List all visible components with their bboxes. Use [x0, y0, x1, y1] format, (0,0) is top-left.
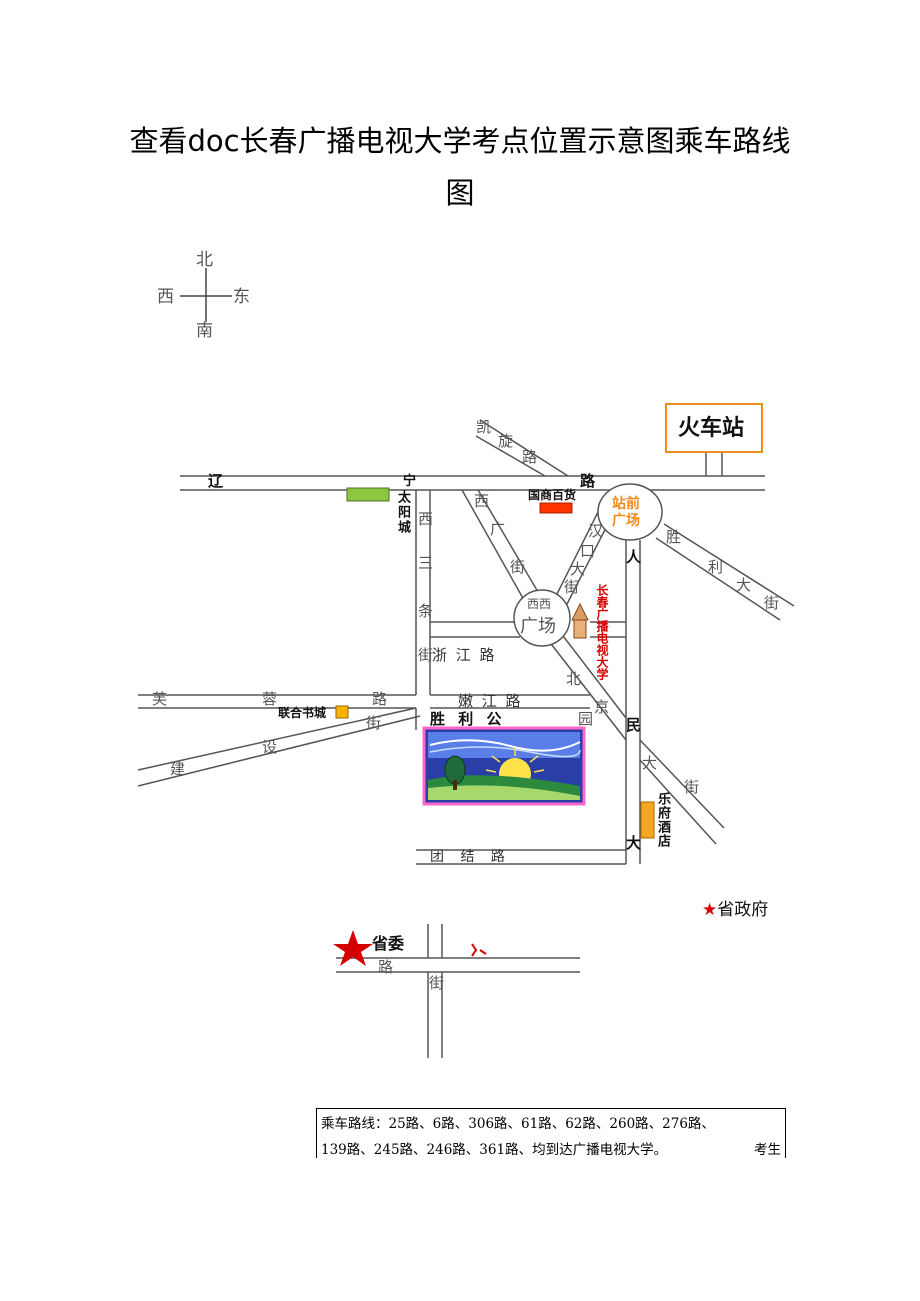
lianhe-bookstore-label: 联合书城 [278, 706, 327, 720]
jianshe-label-1: 建 [170, 760, 186, 778]
xixi-square-label-2: 广场 [520, 616, 556, 637]
tiao-label: 条 [418, 602, 434, 620]
route-line-2-right: 考生 [754, 1142, 781, 1158]
compass-west: 西 [157, 287, 174, 307]
dajie-label-da: 大 [642, 754, 658, 772]
shengli-dajie-label-li: 利 [708, 558, 724, 576]
shengwei-label: 省委 [372, 934, 405, 953]
star-icon: ★ [702, 900, 718, 920]
xi-label: 西 [418, 510, 434, 528]
shengli-dajie-label-da: 大 [736, 576, 752, 594]
beijing-label-jing: 京 [594, 698, 610, 716]
route-line-2: 139路、245路、246路、361路、均到达广播电视大学。 [321, 1142, 668, 1158]
ning-label: 宁 [403, 474, 417, 489]
zhejiang-road-label: 浙 江 路 [432, 646, 497, 664]
beijing-label-bei: 北 [566, 670, 582, 688]
train-station-label: 火车站 [678, 416, 745, 441]
kaixuan-label-1: 凯 [476, 418, 492, 436]
furong-label-2: 蓉 [262, 690, 278, 708]
san-label: 三 [418, 554, 434, 572]
shengli-dajie-label-jie: 街 [764, 594, 780, 612]
gov-legend-label: 省政府 [717, 900, 769, 920]
shengli-park-label: 胜 利 公 [430, 710, 506, 728]
furong-label-1: 芙 [152, 690, 168, 708]
dajie-label-jie: 街 [684, 778, 700, 796]
kaixuan-label-2: 旋 [498, 432, 514, 450]
renmin-label-ren: 人 [626, 548, 642, 566]
tuanjie-road-label: 团 结 路 [430, 849, 511, 865]
liaoning-label-lu: 路 [580, 472, 596, 490]
xiguang-label-jie: 街 [510, 558, 526, 576]
page-title-line2: 图 [445, 176, 475, 210]
route-info-box: 乘车路线：25路、6路、306路、61路、62路、260路、276路、 139路… [316, 1108, 786, 1158]
renmin-label-min: 民 [626, 716, 642, 734]
shengli-dajie-label-sheng: 胜 [666, 528, 682, 546]
university-building-icon [571, 602, 589, 639]
yuan-label: 园 [578, 710, 594, 728]
hankou-label-jie: 街 [564, 578, 580, 596]
guoshang-label: 国商百货 [528, 488, 577, 502]
compass-south: 南 [196, 321, 213, 341]
taiyang-label: 太阳城 [395, 490, 410, 535]
compass-east: 东 [233, 287, 250, 307]
lower-lu-label: 路 [378, 958, 394, 976]
route-line-1: 乘车路线：25路、6路、306路、61路、62路、260路、276路、 [321, 1116, 715, 1132]
xiguang-label-xi: 西 [474, 492, 490, 510]
xixi-square-label-1: 西西 [527, 597, 552, 611]
compass-north: 北 [196, 250, 213, 270]
hankou-label-han: 汉 [588, 522, 604, 540]
renmin-label-da: 大 [626, 834, 642, 852]
lower-jie-label: 街 [429, 974, 445, 992]
kaixuan-label-3: 路 [522, 448, 538, 466]
star-icon [333, 930, 373, 966]
gov-legend: ★省政府 [702, 902, 768, 919]
yuefu-hotel-label: 乐府酒店 [655, 792, 670, 848]
station-square-label-1: 站前 [612, 496, 640, 512]
hankou-label-kou: 口 [580, 542, 596, 560]
hankou-label-da: 大 [570, 560, 586, 578]
xiguang-label-guang: 广 [490, 520, 506, 538]
page-title-line1: 查看doc长春广播电视大学考点位置示意图乘车路线 [129, 124, 791, 158]
shengli-park-image [422, 726, 586, 806]
jianshe-label-2: 设 [262, 738, 278, 756]
furong-label-3: 路 [372, 690, 388, 708]
nenjiang-road-label: 嫩 江 路 [458, 692, 523, 710]
jianshe-label-3: 街 [366, 714, 382, 732]
liaoning-label: 辽 [208, 472, 224, 490]
jie-label: 街 [418, 646, 434, 664]
university-label: 长春广播电视大学 [595, 584, 609, 680]
station-square-label-2: 广场 [612, 513, 640, 529]
